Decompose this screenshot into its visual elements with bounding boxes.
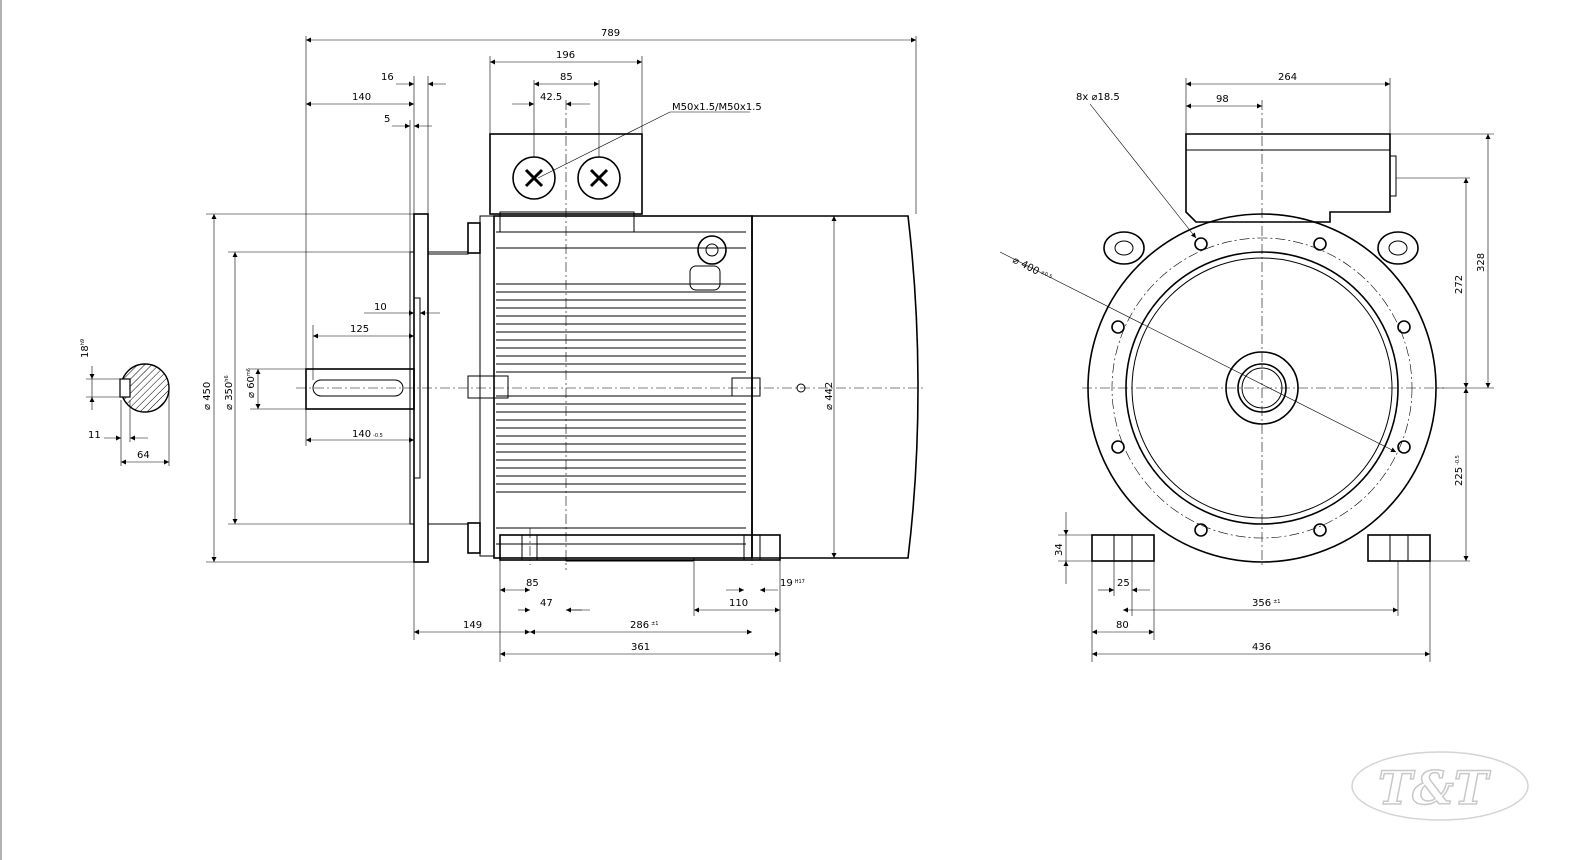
motor-body <box>493 215 753 559</box>
dim-125: 125 <box>350 324 369 335</box>
cable-gland-label: M50x1.5/M50x1.5 <box>672 102 762 113</box>
dim-80: 80 <box>1116 620 1129 631</box>
dim-dia-442: ⌀ 442 <box>824 382 835 410</box>
end-foot-right <box>1367 534 1431 562</box>
end-shaft <box>1237 363 1287 413</box>
dim-196: 196 <box>556 50 575 61</box>
dim-85-top: 85 <box>560 72 573 83</box>
fan-cover <box>751 215 919 559</box>
end-spigot <box>1125 251 1399 525</box>
motor-side-view <box>296 100 925 570</box>
lifting-eyebolt <box>689 235 727 291</box>
dim-25: 25 <box>1117 578 1130 589</box>
dim-16: 16 <box>381 72 394 83</box>
end-terminal-box <box>1185 133 1391 223</box>
dim-328: 328 <box>1476 253 1487 272</box>
side-view-dimensions: 789 196 85 42.5 M50x1.5/M50x1.5 16 140 5… <box>202 28 917 662</box>
end-eyebolt-right <box>1377 231 1419 265</box>
watermark-logo: T&T <box>1351 751 1529 821</box>
dim-140-shaft: 140-0.5 <box>352 429 383 440</box>
shaft-section-view: 18h9 11 64 <box>80 339 170 466</box>
keyway <box>119 378 131 398</box>
end-view-dimensions: 264 98 8x ⌀18.5 ⌀ 400±0.5 328 272 225-0.… <box>999 72 1494 662</box>
side-bolt-left <box>467 375 509 399</box>
dim-key-64: 64 <box>137 450 150 461</box>
dim-key-18: 18h9 <box>80 339 91 358</box>
dim-5: 5 <box>384 114 390 125</box>
motor-end-view <box>1082 100 1444 566</box>
dim-110: 110 <box>729 598 748 609</box>
dim-85-foot: 85 <box>526 578 539 589</box>
dim-34: 34 <box>1054 543 1065 556</box>
dim-key-11: 11 <box>88 430 101 441</box>
dim-47: 47 <box>540 598 553 609</box>
dim-225: 225-0.5 <box>1454 455 1465 486</box>
dim-272: 272 <box>1454 275 1465 294</box>
end-eyebolt-left <box>1103 231 1145 265</box>
motor-feet <box>499 534 781 561</box>
end-bolt-circle <box>1111 237 1413 539</box>
shaft <box>305 368 415 410</box>
dim-dia-400: ⌀ 400±0.5 <box>1011 255 1054 284</box>
dim-356: 356±1 <box>1252 598 1280 609</box>
dim-789: 789 <box>601 28 620 39</box>
end-foot-left <box>1091 534 1155 562</box>
dim-361: 361 <box>631 642 650 653</box>
watermark-text: T&T <box>1378 761 1492 815</box>
end-shaft-boss <box>1225 351 1299 425</box>
cooling-fins <box>496 231 746 545</box>
end-bolt-holes <box>1111 237 1411 537</box>
dim-264: 264 <box>1278 72 1297 83</box>
dim-dia-350: ⌀ 350h6 <box>224 375 235 410</box>
grease-nipple <box>796 383 806 393</box>
dim-286: 286±1 <box>630 620 658 631</box>
dim-dia-450: ⌀ 450 <box>202 382 213 410</box>
dim-bolt-holes: 8x ⌀18.5 <box>1076 92 1120 103</box>
dim-dia-60: ⌀ 60m6 <box>246 368 257 398</box>
dim-140: 140 <box>352 92 371 103</box>
dim-98: 98 <box>1216 94 1229 105</box>
dim-42-5: 42.5 <box>540 92 562 103</box>
dim-149: 149 <box>463 620 482 631</box>
dim-10: 10 <box>374 302 387 313</box>
shaft-keyway <box>312 379 404 397</box>
side-bolt-right <box>731 377 761 397</box>
dim-436: 436 <box>1252 642 1271 653</box>
